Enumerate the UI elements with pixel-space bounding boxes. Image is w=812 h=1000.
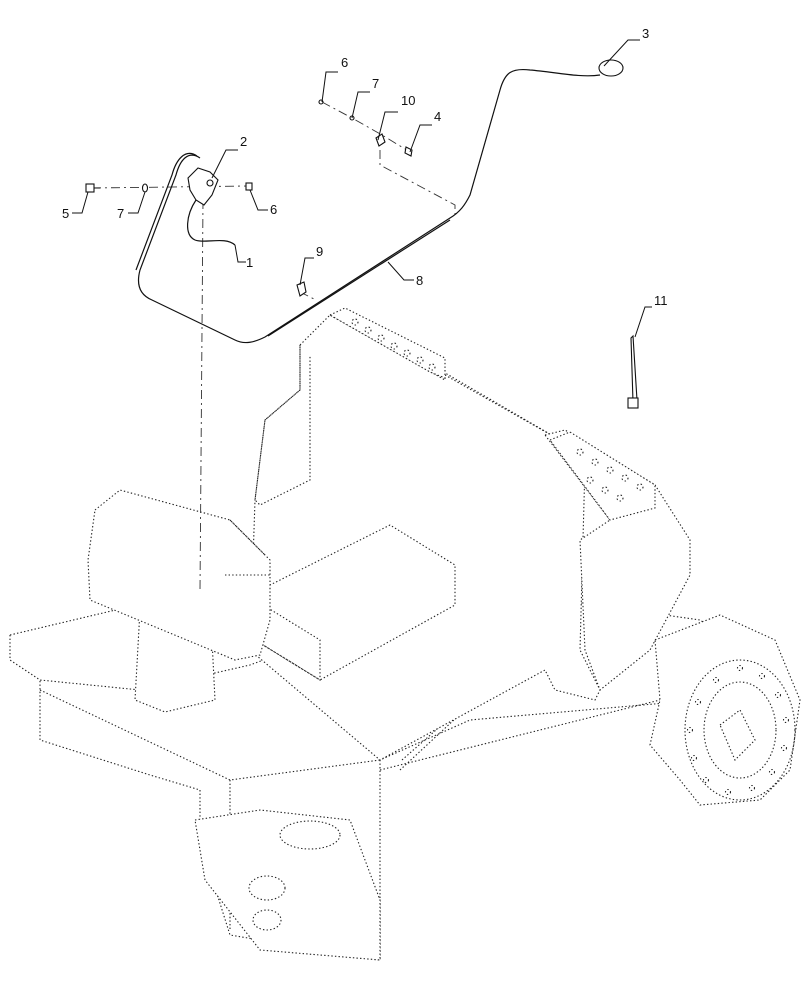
- callout-7-lower: 7: [117, 206, 124, 221]
- armrest: [87, 489, 271, 661]
- top-bracket: [328, 307, 446, 379]
- cable-tie-part: [627, 334, 639, 409]
- pivot-lug: [194, 809, 381, 961]
- rotation-drum: [649, 614, 801, 806]
- switch-bracket-part: [187, 167, 219, 206]
- callout-11: 11: [654, 293, 668, 308]
- callout-4: 4: [434, 109, 441, 124]
- screw-part: [404, 146, 413, 157]
- callout-6-lower: 6: [270, 202, 277, 217]
- right-arm-plate: [549, 431, 656, 521]
- hole-pattern-top: [351, 318, 436, 371]
- nut-part-right: [245, 182, 253, 191]
- sensor-puck-part: [598, 59, 624, 77]
- bolt-part: [85, 183, 100, 193]
- machine-frame: [9, 307, 801, 961]
- assembly-centerlines: [91, 101, 456, 591]
- callout-7-upper: 7: [372, 76, 379, 91]
- callout-6-upper: 6: [341, 55, 348, 70]
- callout-2: 2: [240, 134, 247, 149]
- callout-10: 10: [401, 93, 415, 108]
- hole-pattern-right: [576, 448, 644, 502]
- callout-9: 9: [316, 244, 323, 259]
- washer-part-left: [141, 183, 149, 193]
- harness-lead-part: [187, 199, 236, 246]
- seat-box: [254, 524, 456, 681]
- callout-3: 3: [642, 26, 649, 41]
- leader-lines: [72, 39, 652, 338]
- callout-1: 1: [246, 255, 253, 270]
- cable-part: [137, 68, 601, 344]
- clip-part-9: [296, 281, 307, 297]
- callout-5: 5: [62, 206, 69, 221]
- callout-labels: 1 2 3 4 5 6 6 7 7 8 9 10 11: [62, 26, 668, 308]
- callout-8: 8: [416, 273, 423, 288]
- drum-bolt-holes: [686, 664, 790, 796]
